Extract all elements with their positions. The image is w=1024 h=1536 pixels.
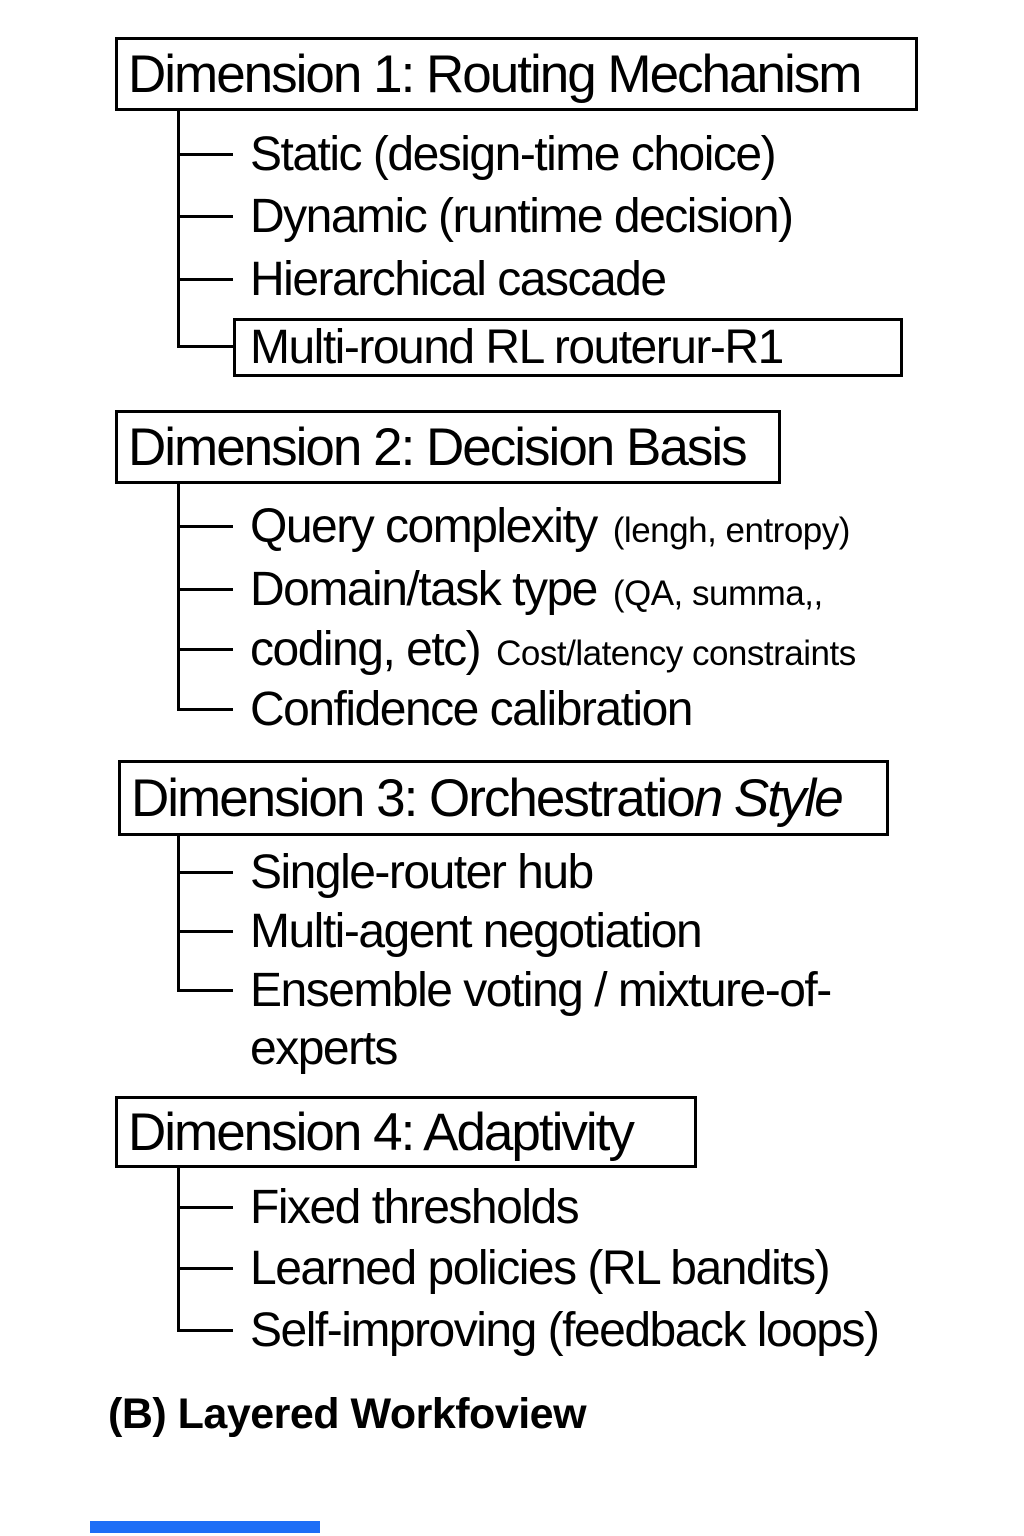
tree-item-label: Domain/task type — [250, 563, 598, 616]
tree-tick — [177, 1267, 233, 1270]
tree-item: Fixed thresholds — [250, 1179, 580, 1237]
tree-item-label: Query complexity — [250, 500, 598, 553]
tree-item: Dynamic (runtime decision) — [250, 188, 794, 246]
tree-tick — [177, 525, 233, 528]
dimension-1-box: Dimension 1: Routing Mechanism — [115, 37, 918, 111]
tree-item-label: Fixed thresholds — [250, 1181, 580, 1234]
tree-tick — [177, 1206, 233, 1209]
tree-item-label: Ensemble voting / mixture-of- — [250, 964, 832, 1017]
dimension-2-box: Dimension 2: Decision Basis — [115, 410, 781, 484]
tree-tick — [177, 278, 233, 281]
tree-tick — [177, 153, 233, 156]
tree-tick — [177, 345, 233, 348]
tree-item-label: Confidence calibration — [250, 683, 693, 736]
tree-tick — [177, 588, 233, 591]
tree-item-label: Multi-agent negotiation — [250, 905, 703, 958]
tree-item: Multi-agent negotiation — [250, 903, 703, 961]
dimension-3-title-normal: Dimension 3: Orchestratio — [131, 768, 696, 828]
tree-line-dimension-4 — [177, 1168, 180, 1330]
tree-line-dimension-2 — [177, 484, 180, 710]
tree-item: Confidence calibration — [250, 681, 693, 739]
tree-tick — [177, 708, 233, 711]
tree-item-label: Self-improving (feedback loops) — [250, 1304, 880, 1357]
tree-tick — [177, 989, 233, 992]
tree-tick — [177, 1329, 233, 1332]
multi-round-rl-router-box: Multi-round RL routerur-R1 — [233, 318, 903, 377]
tree-item-label: Learned policies (RL bandits) — [250, 1242, 831, 1295]
tree-item: Hierarchical cascade — [250, 251, 667, 309]
dimension-3-title-italic: n Style — [693, 768, 844, 828]
tree-tick — [177, 215, 233, 218]
tree-item-label: Hierarchical cascade — [250, 253, 667, 306]
tree-item-label: Dynamic (runtime decision) — [250, 190, 794, 243]
figure-caption: (B) Layered Workfoview — [108, 1390, 587, 1438]
tree-item-label: Multi-round RL routerur-R1 — [250, 321, 784, 374]
tree-tick — [177, 930, 233, 933]
tree-tick — [177, 648, 233, 651]
tree-item-label: Single-router hub — [250, 846, 594, 899]
tree-item-label: Static (design-time choice) — [250, 128, 777, 181]
tree-item-note: (QA, summa,, — [612, 574, 823, 613]
tree-item: Static (design-time choice) — [250, 126, 777, 184]
tree-item: coding, etc) Cost/latency constraints — [250, 621, 856, 679]
dimension-2-title: Dimension 2: Decision Basis — [128, 417, 748, 477]
bottom-blue-bar — [90, 1521, 320, 1533]
dimension-4-box: Dimension 4: Adaptivity — [115, 1096, 697, 1168]
dimension-4-title: Dimension 4: Adaptivity — [128, 1102, 635, 1162]
tree-item: Single-router hub — [250, 844, 594, 902]
tree-item: Learned policies (RL bandits) — [250, 1240, 831, 1298]
tree-item: Domain/task type (QA, summa,, — [250, 561, 823, 619]
tree-item-note: (lengh, entropy) — [612, 511, 851, 550]
dimension-1-title: Dimension 1: Routing Mechanism — [128, 44, 862, 104]
tree-item: Ensemble voting / mixture-of- — [250, 962, 832, 1020]
tree-item: Self-improving (feedback loops) — [250, 1302, 880, 1360]
dimension-3-box: Dimension 3: Orchestration Style — [118, 760, 889, 836]
tree-line-dimension-1 — [177, 111, 180, 347]
tree-item-note: Cost/latency constraints — [496, 634, 856, 673]
tree-line-dimension-3 — [177, 836, 180, 990]
tree-item: Query complexity (lengh, entropy) — [250, 498, 850, 556]
tree-item-label: coding, etc) — [250, 623, 482, 676]
tree-item-label: experts — [250, 1022, 398, 1075]
tree-item-continuation: experts — [250, 1020, 398, 1078]
dimension-3-title: Dimension 3: Orchestration Style — [131, 768, 844, 829]
tree-tick — [177, 871, 233, 874]
